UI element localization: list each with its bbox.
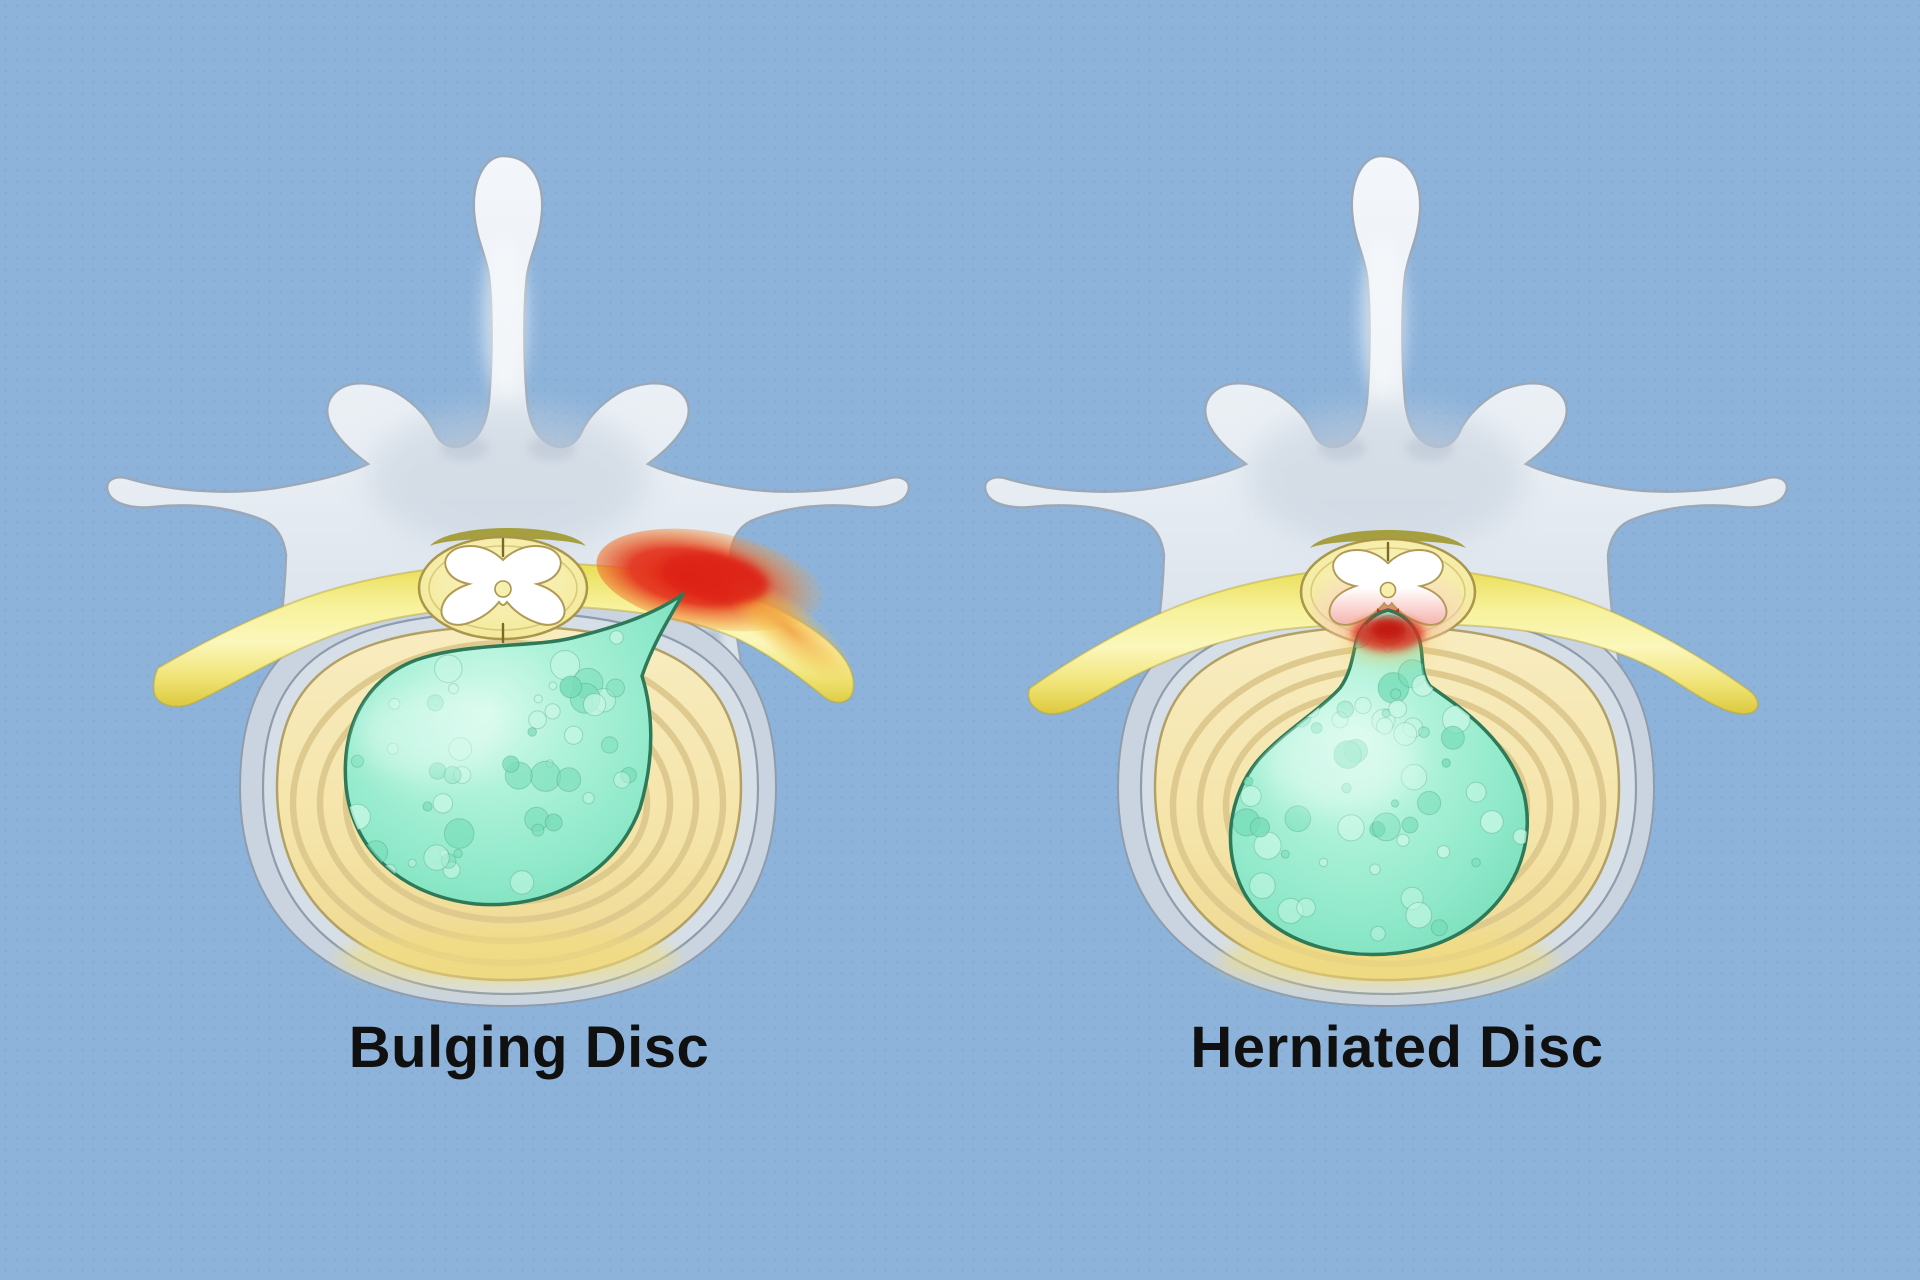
nucleus-sheen: [1262, 708, 1418, 812]
inflammation-area: [596, 528, 856, 684]
notch-shadow-right: [1406, 435, 1454, 461]
central-canal: [494, 580, 512, 598]
annulus-glow: [338, 930, 678, 986]
spinal-cord: [417, 535, 589, 644]
notch-shadow-left: [440, 435, 488, 461]
herniation-inflammation: [1330, 617, 1446, 668]
annulus-glow: [1218, 932, 1558, 988]
herniated-disc-label: Herniated Disc: [1190, 1015, 1604, 1080]
herniated-disc-illustration: [983, 154, 1789, 1008]
spinous-highlight: [483, 238, 527, 398]
nucleus-sheen: [358, 687, 502, 779]
bulging-disc-label: Bulging Disc: [348, 1015, 710, 1080]
notch-shadow-left: [1318, 435, 1366, 461]
central-canal: [1379, 581, 1397, 599]
bulging-disc-figure: [100, 148, 920, 1028]
lamina-shading: [368, 406, 648, 550]
herniated-disc-figure: [978, 148, 1798, 1028]
lamina-shading: [1246, 406, 1526, 550]
spinous-highlight: [1361, 238, 1405, 398]
nucleus-pulposus: [1228, 608, 1530, 957]
bulging-disc-illustration: [105, 154, 911, 1008]
notch-shadow-right: [528, 435, 576, 461]
